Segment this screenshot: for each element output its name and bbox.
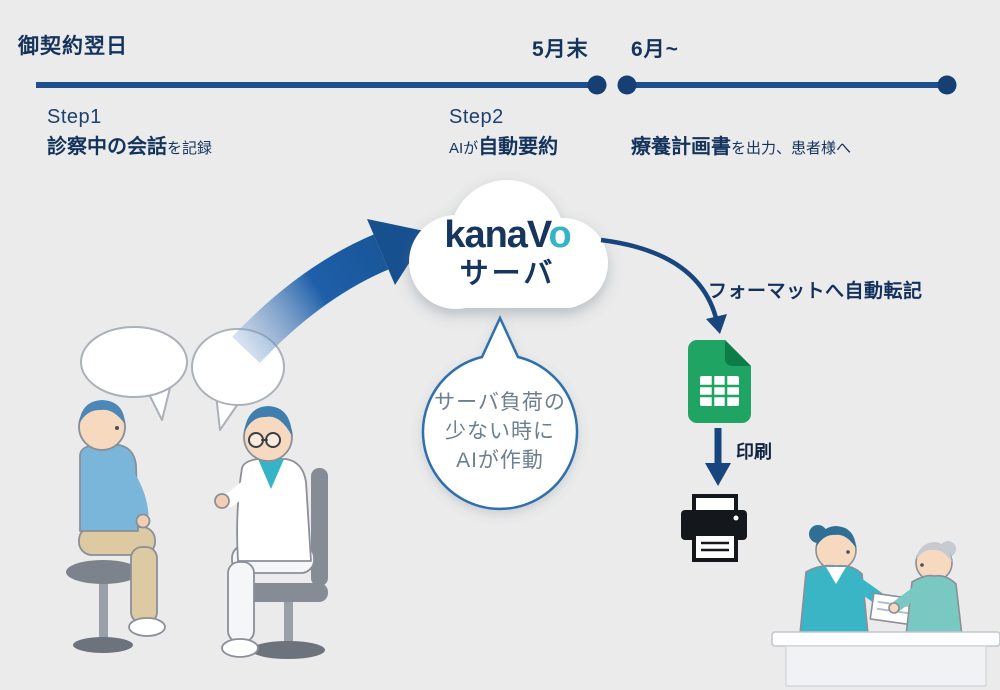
timeline-label-contract: 御契約翌日 [18, 35, 128, 58]
timeline-label-may: 5月末 [532, 38, 589, 61]
timeline-dot-june [617, 75, 637, 95]
server-note-text: サーバ負荷の 少ない時に AIが作動 [405, 388, 595, 475]
cloud-server-label: サーバ [459, 258, 556, 290]
step2-title: Step2 [449, 106, 504, 128]
kanavo-logo: kanaVo [410, 216, 605, 254]
logo-accent-o: o [548, 214, 571, 256]
spreadsheet-icon [688, 340, 751, 423]
timeline-label-june: 6月~ [631, 38, 679, 61]
timeline-track [36, 75, 957, 95]
server-note-line-2: 少ない時に [445, 420, 555, 443]
transfer-arrow [600, 237, 727, 334]
auto-transfer-annotation: フォーマットへ自動転記 [708, 281, 923, 302]
cloud-server-icon [409, 180, 608, 309]
upload-arrow [232, 219, 429, 364]
timeline-dot-may [587, 75, 607, 95]
step1-title: Step1 [47, 106, 102, 128]
server-note-line-3: AIが作動 [456, 449, 544, 472]
server-note-bubble [421, 315, 579, 511]
step1-emphasis: 診察中の会話 [47, 136, 167, 158]
staff [799, 525, 899, 635]
stool [66, 560, 140, 653]
speech-bubble-1 [80, 326, 188, 398]
timeline-segment-2 [627, 82, 947, 88]
print-annotation: 印刷 [736, 442, 772, 462]
print-arrow [705, 428, 731, 486]
elderly-patient [888, 541, 963, 637]
handover-illustration [771, 525, 1000, 687]
step2-description: AIが自動要約 [449, 130, 558, 159]
printer-icon [681, 494, 747, 562]
timeline-segment-1 [36, 82, 597, 88]
patient [78, 400, 166, 637]
step2-prefix: AIが [449, 140, 479, 157]
step2-emphasis: 自動要約 [478, 136, 559, 158]
glasses-icon [248, 432, 264, 448]
desk [771, 631, 1000, 687]
server-note-line-1: サーバ負荷の [434, 391, 566, 414]
step1-suffix: を記録 [167, 140, 213, 157]
step3-description: 療養計画書を出力、患者様へ [631, 130, 851, 159]
doctor [214, 406, 315, 658]
timeline-dot-end [937, 75, 957, 95]
step3-emphasis: 療養計画書 [631, 136, 731, 158]
step1-description: 診察中の会話を記録 [47, 130, 212, 159]
consultation-illustration [66, 400, 328, 659]
office-chair [244, 468, 328, 659]
logo-prefix: kanaV [444, 214, 549, 256]
step3-suffix: を出力、患者様へ [731, 140, 852, 157]
